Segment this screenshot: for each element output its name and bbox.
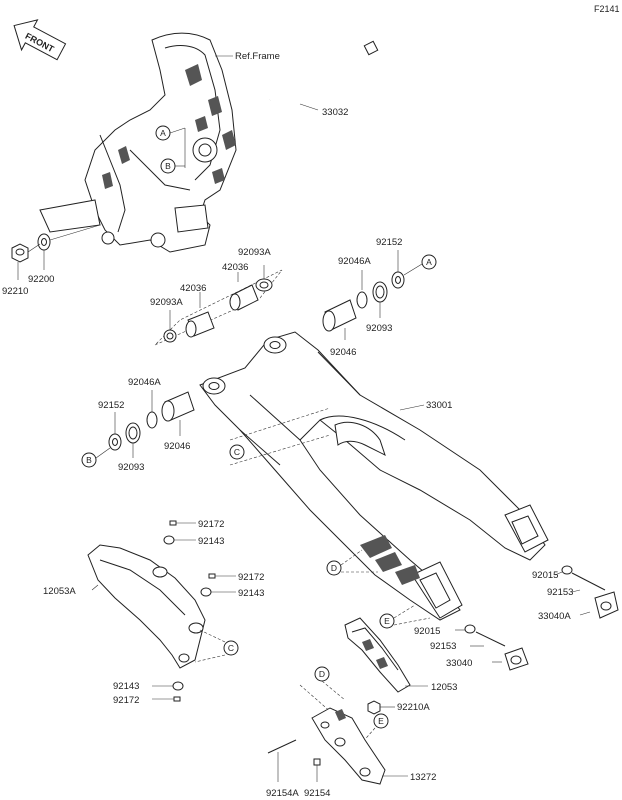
callout-b-left: [81, 452, 97, 468]
label-42036-top: 42036: [222, 262, 248, 273]
label-92093: 92093: [118, 462, 144, 473]
callout-c-guide: [223, 640, 239, 656]
label-92172-a: 92172: [198, 519, 224, 530]
bushing-stack-left: 92152 B 92093 92046A 92046: [81, 377, 195, 473]
bolt-92172-b: 92172: [208, 572, 264, 583]
frame-reference: Ref.Frame: [39, 32, 280, 253]
svg-text:A: A: [160, 128, 166, 138]
bushing-stack-upper: 92093A 42036 42036 92093A: [150, 247, 283, 346]
label-92015-b: 92015: [414, 626, 440, 637]
label-92143-c: 92143: [113, 681, 139, 692]
frame-reference-label: Ref.Frame: [235, 51, 280, 62]
front-arrow-icon: FRONT: [13, 19, 67, 61]
label-92172-c: 92172: [113, 695, 139, 706]
svg-text:E: E: [384, 616, 390, 626]
svg-text:B: B: [86, 455, 92, 465]
label-92046A: 92046A: [128, 377, 161, 388]
label-13272: 13272: [410, 772, 436, 783]
svg-text:A: A: [426, 257, 432, 267]
label-33032: 33032: [322, 107, 348, 118]
collar-92143-c: 92143: [113, 681, 184, 692]
label-92143-b: 92143: [238, 588, 264, 599]
svg-text:D: D: [319, 669, 325, 679]
label-92200: 92200: [28, 274, 54, 285]
callout-e-lower: [373, 713, 389, 729]
chain-guide-12053A: 12053A: [43, 544, 206, 669]
label-92153-a: 92153: [547, 587, 573, 598]
label-92153-b: 92153: [430, 641, 456, 652]
bolt-92154A: 92154A: [266, 739, 299, 799]
svg-text:D: D: [331, 563, 337, 573]
nut-92210: 92210: [2, 243, 29, 297]
label-92154: 92154: [304, 788, 330, 799]
callout-e-swingarm: [379, 613, 395, 629]
svg-text:E: E: [378, 716, 384, 726]
callout-d-swingarm: [326, 560, 342, 576]
callout-c-swingarm: [229, 444, 245, 460]
nut-92210A: 92210A: [367, 700, 430, 715]
label-92093A: 92093A: [150, 297, 183, 308]
label-92210: 92210: [2, 286, 28, 297]
chain-guide-13272: 13272: [311, 707, 436, 785]
label-92143-a: 92143: [198, 536, 224, 547]
label-33040A: 33040A: [538, 611, 571, 622]
label-33040: 33040: [446, 658, 472, 669]
adjuster-33040: 92015 92153 33040: [414, 624, 529, 671]
label-92210A: 92210A: [397, 702, 430, 713]
bolt-92172-c: 92172: [113, 695, 181, 706]
chain-slipper-12053: 12053: [344, 617, 457, 693]
bolt-92172-a: 92172: [169, 519, 224, 530]
label-92046A-top: 92046A: [338, 256, 371, 267]
svg-text:B: B: [165, 161, 171, 171]
bushing-stack-right: A 92152 92093 92046A 92046: [322, 237, 437, 358]
label-92046-top: 92046: [330, 347, 356, 358]
svg-text:C: C: [234, 447, 240, 457]
label-92046: 92046: [164, 441, 190, 452]
label-42036: 42036: [180, 283, 206, 294]
figure-code: F2141: [594, 4, 620, 14]
pivot-shaft-33032: 33032: [269, 40, 379, 118]
collar-92143-b: 92143: [200, 587, 264, 599]
label-12053: 12053: [431, 682, 457, 693]
label-92154A: 92154A: [266, 788, 299, 799]
callout-a-right: [421, 254, 437, 270]
label-92152-top: 92152: [376, 237, 402, 248]
adjuster-33040A: 92015 92153 33040A: [532, 565, 619, 622]
washer-92200: 92200: [28, 233, 54, 285]
svg-text:C: C: [228, 643, 234, 653]
bolt-92154: 92154: [304, 758, 330, 799]
label-92093-top: 92093: [366, 323, 392, 334]
label-92015-a: 92015: [532, 570, 558, 581]
label-92093A-top: 92093A: [238, 247, 271, 258]
label-92172-b: 92172: [238, 572, 264, 583]
label-12053A: 12053A: [43, 586, 76, 597]
swingarm-33001: 33001: [199, 331, 549, 621]
label-33001: 33001: [426, 400, 452, 411]
label-92152: 92152: [98, 400, 124, 411]
collar-92143-a: 92143: [163, 535, 224, 547]
